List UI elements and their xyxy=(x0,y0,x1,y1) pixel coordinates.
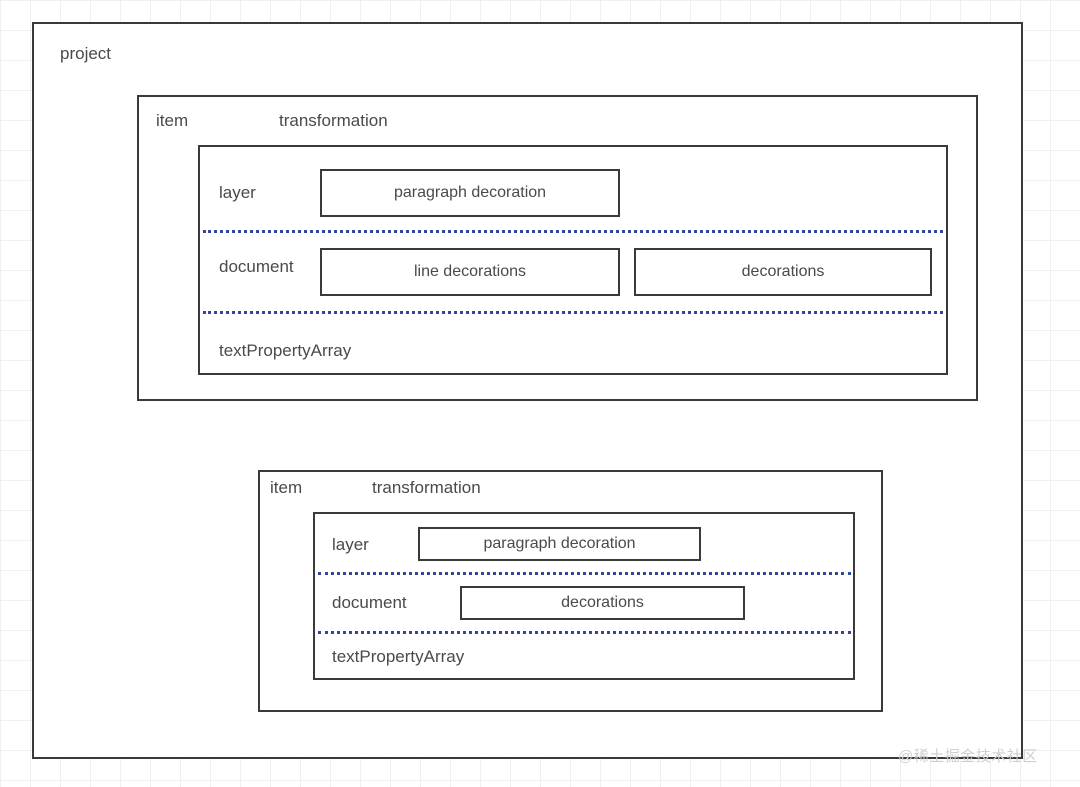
transformation-label-1: transformation xyxy=(279,111,388,130)
transformation-label-2: transformation xyxy=(372,478,481,497)
chip-decorations-2[interactable]: decorations xyxy=(460,586,745,620)
row-divider-2a xyxy=(318,572,851,575)
layer-label-1: layer xyxy=(219,183,256,202)
layer-label-2: layer xyxy=(332,535,369,554)
item-label-2: item xyxy=(270,478,303,497)
chip-line-decorations-1[interactable]: line decorations xyxy=(320,248,620,296)
document-label-1: document xyxy=(219,257,294,276)
chip-label: decorations xyxy=(741,263,825,280)
document-label-2: document xyxy=(332,593,407,612)
textpropertyarray-label-2: textPropertyArray xyxy=(332,647,465,666)
chip-label: decorations xyxy=(561,594,644,611)
chip-paragraph-decoration-1[interactable]: paragraph decoration xyxy=(320,169,620,217)
row-divider-1a xyxy=(203,230,943,233)
row-divider-1b xyxy=(203,311,943,314)
chip-label: paragraph decoration xyxy=(483,535,636,552)
project-label: project xyxy=(60,44,112,63)
chip-label: paragraph decoration xyxy=(393,184,547,201)
chip-paragraph-decoration-2[interactable]: paragraph decoration xyxy=(418,527,701,561)
watermark: @稀土掘金技术社区 xyxy=(898,748,1038,765)
chip-label: line decorations xyxy=(413,263,527,280)
item-label-1: item xyxy=(156,111,189,130)
row-divider-2b xyxy=(318,631,851,634)
chip-decorations-1[interactable]: decorations xyxy=(634,248,932,296)
textpropertyarray-label-1: textPropertyArray xyxy=(219,341,352,360)
